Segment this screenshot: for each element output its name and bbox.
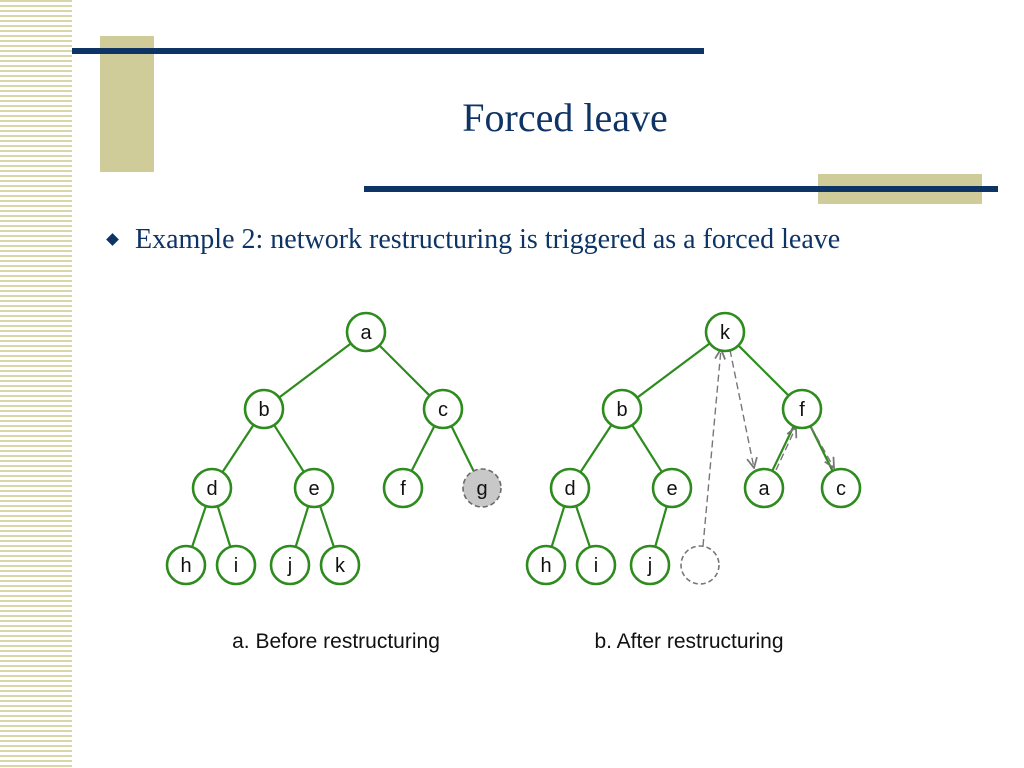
- edge-before-c-g: [450, 425, 475, 472]
- node-label: h: [540, 555, 551, 577]
- node-circle: [743, 467, 785, 509]
- edge-before-a-c: [378, 344, 431, 397]
- edge-before-b-e: [273, 424, 305, 473]
- node-label: b: [616, 399, 627, 421]
- node-label: k: [720, 322, 731, 344]
- node-after-vacated: [680, 545, 720, 585]
- move-arrow-a-to-f: [775, 427, 796, 471]
- node-label: f: [400, 478, 406, 500]
- node-label: c: [836, 478, 846, 500]
- node-before-d: d: [191, 467, 233, 509]
- node-label: d: [206, 478, 217, 500]
- node-label: j: [647, 555, 652, 577]
- node-circle: [319, 544, 361, 586]
- node-circle: [601, 388, 643, 430]
- node-circle: [549, 467, 591, 509]
- edge-after-k-f: [737, 344, 790, 397]
- node-circle: [165, 544, 207, 586]
- node-circle: [781, 388, 823, 430]
- node-before-k: k: [319, 544, 361, 586]
- edge-before-d-h: [191, 505, 207, 548]
- edge-before-e-j: [294, 505, 310, 548]
- edge-after-e-j: [654, 505, 668, 548]
- tree-before: a b c d e f g h i j k: [165, 311, 502, 586]
- node-circle: [269, 544, 311, 586]
- edge-after-d-i: [575, 505, 591, 548]
- edge-before-a-b: [278, 342, 352, 399]
- edge-after-b-d: [579, 424, 613, 473]
- node-label: f: [799, 399, 805, 421]
- node-after-d: d: [549, 467, 591, 509]
- edge-after-d-h: [550, 505, 566, 548]
- node-circle: [629, 544, 671, 586]
- edge-before-b-d: [221, 424, 255, 473]
- tree-after: k b f d e a c h i j: [525, 311, 862, 586]
- node-before-h: h: [165, 544, 207, 586]
- node-circle: [382, 467, 424, 509]
- node-after-e: e: [651, 467, 693, 509]
- bullet-item: Example 2: network restructuring is trig…: [104, 222, 1014, 258]
- caption-before: a. Before restructuring: [232, 630, 440, 653]
- move-arrow-f-to-c: [810, 426, 834, 468]
- node-after-f: f: [781, 388, 823, 430]
- node-before-i: i: [215, 544, 257, 586]
- bullet-text: Example 2: network restructuring is trig…: [135, 224, 841, 255]
- node-circle: [422, 388, 464, 430]
- node-circle: [651, 467, 693, 509]
- node-label: i: [594, 555, 598, 577]
- node-after-h: h: [525, 544, 567, 586]
- node-circle: [680, 545, 720, 585]
- caption-after: b. After restructuring: [594, 630, 783, 653]
- node-circle: [345, 311, 387, 353]
- node-circle: [462, 468, 502, 508]
- node-after-i: i: [575, 544, 617, 586]
- node-label: e: [666, 478, 677, 500]
- node-label: e: [308, 478, 319, 500]
- edge-before-e-k: [319, 505, 335, 548]
- node-label: j: [287, 555, 292, 577]
- edge-before-d-i: [216, 505, 232, 548]
- decorative-stripe-bar: [0, 0, 72, 768]
- node-after-k: k: [704, 311, 746, 353]
- node-before-c: c: [422, 388, 464, 430]
- node-label: d: [564, 478, 575, 500]
- node-circle: [575, 544, 617, 586]
- node-circle: [820, 467, 862, 509]
- node-label: h: [180, 555, 191, 577]
- node-before-e: e: [293, 467, 335, 509]
- node-circle: [525, 544, 567, 586]
- node-circle: [293, 467, 335, 509]
- move-arrow-k-to-a: [729, 349, 754, 468]
- node-circle: [191, 467, 233, 509]
- node-after-a: a: [743, 467, 785, 509]
- node-after-c: c: [820, 467, 862, 509]
- edge-after-f-a: [771, 425, 795, 472]
- slide-title: Forced leave: [462, 95, 668, 140]
- edge-before-c-f: [410, 425, 436, 472]
- node-before-a: a: [345, 311, 387, 353]
- node-label: a: [360, 322, 372, 344]
- decorative-block-top-left: [100, 36, 154, 172]
- node-circle: [215, 544, 257, 586]
- node-label: a: [758, 478, 770, 500]
- node-before-b: b: [243, 388, 285, 430]
- node-after-j: j: [629, 544, 671, 586]
- node-circle: [243, 388, 285, 430]
- node-label: g: [476, 478, 487, 500]
- edge-after-k-b: [636, 342, 711, 399]
- node-before-f: f: [382, 467, 424, 509]
- edge-after-b-e: [631, 424, 663, 473]
- node-label: c: [438, 399, 448, 421]
- node-label: k: [335, 555, 346, 577]
- decorative-line-bottom: [364, 186, 998, 192]
- node-before-j: j: [269, 544, 311, 586]
- node-before-g: g: [462, 468, 502, 508]
- node-label: b: [258, 399, 269, 421]
- move-arrow-vacated-to-k: [702, 349, 721, 547]
- node-label: i: [234, 555, 238, 577]
- decorative-line-top: [72, 48, 704, 54]
- node-after-b: b: [601, 388, 643, 430]
- node-circle: [704, 311, 746, 353]
